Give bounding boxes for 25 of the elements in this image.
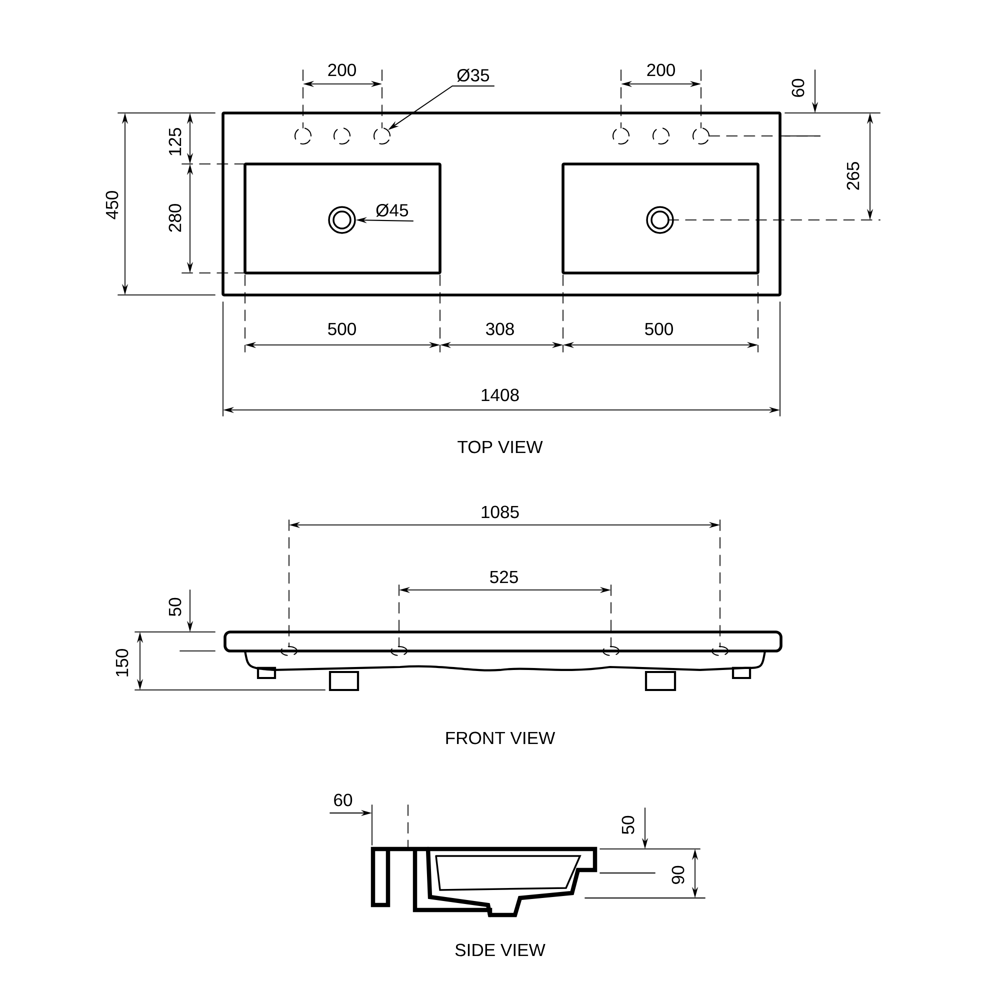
diameter-label: Ø45 — [376, 204, 408, 217]
dimension-label: 280 — [168, 204, 182, 232]
dimension-label: 1085 — [482, 506, 519, 518]
hole-icon — [373, 127, 391, 144]
dimension-label: 150 — [116, 649, 128, 676]
dimension-label: 50 — [168, 598, 182, 616]
dimension-label: 500 — [645, 322, 673, 336]
dimension-label: 500 — [328, 322, 356, 336]
dimension-label: 200 — [647, 64, 675, 76]
dimension-label: 125 — [168, 128, 182, 156]
view-title: SIDE VIEW — [455, 944, 546, 956]
drain-icon — [328, 206, 356, 234]
dimension-label: 525 — [490, 570, 518, 584]
dimension-label: 90 — [672, 866, 684, 884]
dimension-label: 50 — [622, 816, 634, 834]
dimension-label: 200 — [328, 64, 356, 76]
dimension-label: 308 — [486, 322, 514, 336]
view-title: TOP VIEW — [458, 440, 543, 454]
dimension-label: 60 — [792, 78, 804, 97]
view-title: FRONT VIEW — [446, 732, 556, 744]
diameter-label: Ø35 — [457, 68, 490, 82]
dimension-label: 60 — [334, 794, 352, 806]
dimension-label: 1408 — [482, 388, 519, 402]
dimension-label: 265 — [846, 162, 860, 190]
dimension-label: 450 — [106, 191, 118, 220]
